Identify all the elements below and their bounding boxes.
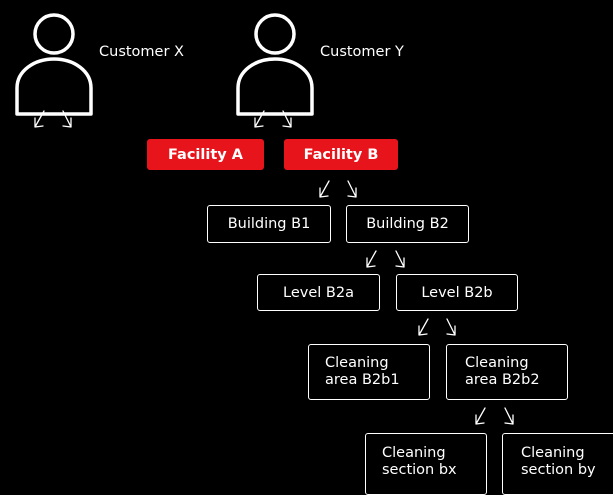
building-b2-node: Building B2 bbox=[346, 205, 469, 243]
facility-b-label: Facility B bbox=[303, 146, 379, 163]
cleaning-section-by-node: Cleaning section by bbox=[502, 433, 613, 495]
arrow-down-left-icon bbox=[418, 318, 429, 336]
level-b2a-node: Level B2a bbox=[257, 274, 380, 311]
arrow-down-right-icon bbox=[347, 180, 357, 198]
arrow-down-right-icon bbox=[395, 250, 405, 268]
cleaning-section-by-line1: Cleaning bbox=[521, 445, 585, 461]
level-b2b-label: Level B2b bbox=[421, 284, 493, 301]
level-b2a-label: Level B2a bbox=[283, 284, 354, 301]
cleaning-area-b2b1-line2: area B2b1 bbox=[325, 372, 400, 388]
arrow-down-left-icon bbox=[254, 110, 265, 128]
customer-y-person-icon bbox=[236, 13, 314, 116]
arrow-down-left-icon bbox=[475, 407, 486, 425]
building-b2-label: Building B2 bbox=[366, 216, 449, 232]
customer-y-label: Customer Y bbox=[320, 44, 404, 60]
cleaning-area-b2b2-line1: Cleaning bbox=[465, 355, 529, 371]
facility-a-node: Facility A bbox=[147, 139, 264, 170]
level-b2b-node: Level B2b bbox=[396, 274, 518, 311]
cleaning-area-b2b1-line1: Cleaning bbox=[325, 355, 389, 371]
customer-x-person-icon bbox=[15, 13, 93, 116]
facility-b-node: Facility B bbox=[284, 139, 398, 170]
building-b1-node: Building B1 bbox=[207, 205, 331, 243]
arrow-down-right-icon bbox=[282, 110, 292, 128]
arrow-down-right-icon bbox=[62, 110, 72, 128]
cleaning-area-b2b1-node: Cleaning area B2b1 bbox=[308, 344, 430, 400]
cleaning-section-bx-node: Cleaning section bx bbox=[365, 433, 487, 495]
customer-x-label: Customer X bbox=[99, 44, 184, 60]
cleaning-area-b2b2-node: Cleaning area B2b2 bbox=[446, 344, 568, 400]
arrow-down-right-icon bbox=[504, 407, 514, 425]
arrow-down-right-icon bbox=[446, 318, 456, 336]
cleaning-section-bx-line2: section bx bbox=[382, 462, 457, 478]
cleaning-section-bx-line1: Cleaning bbox=[382, 445, 446, 461]
facility-a-label: Facility A bbox=[168, 146, 243, 163]
arrow-down-left-icon bbox=[366, 250, 377, 268]
building-b1-label: Building B1 bbox=[227, 216, 311, 232]
cleaning-section-by-line2: section by bbox=[521, 462, 596, 478]
cleaning-area-b2b2-line2: area B2b2 bbox=[465, 372, 540, 388]
arrow-down-left-icon bbox=[34, 110, 45, 128]
arrow-down-left-icon bbox=[319, 180, 330, 198]
